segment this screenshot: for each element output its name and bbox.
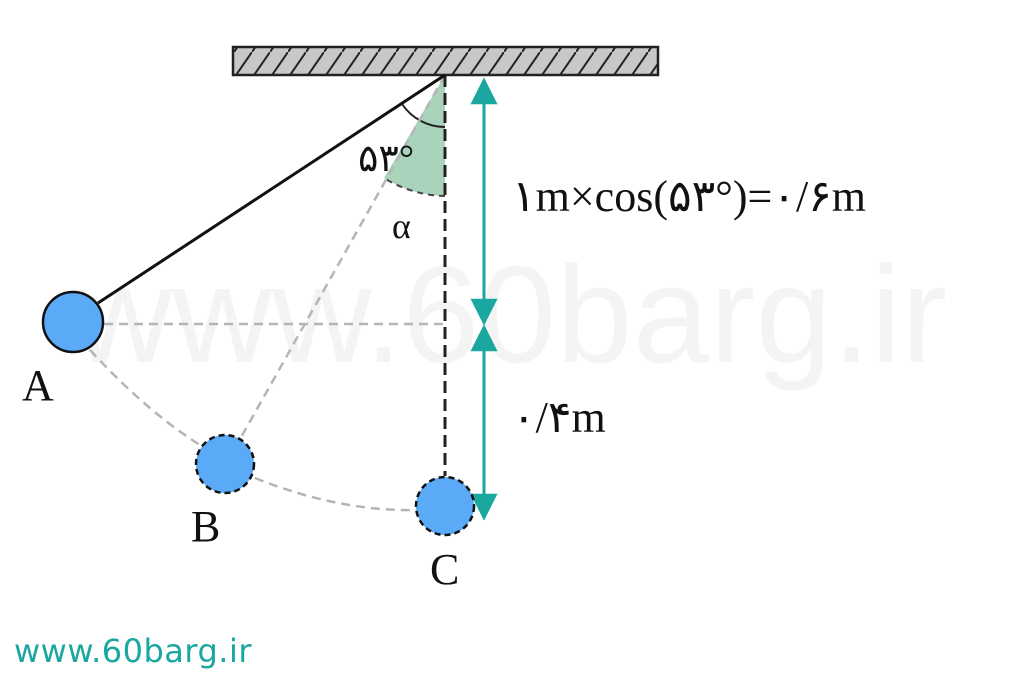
angle-arc-small — [401, 103, 446, 128]
ball-c — [414, 475, 476, 537]
watermark-text: www.60barg.ir — [72, 238, 947, 392]
ball-a — [41, 290, 105, 354]
label-a: A — [22, 361, 54, 410]
site-link[interactable]: www.60barg.ir — [14, 632, 253, 670]
lower-length-label: ۰/۴m — [512, 393, 606, 442]
ceiling-hatching — [233, 47, 658, 75]
label-c: C — [430, 545, 459, 594]
angle-arc-dashed — [383, 177, 446, 197]
upper-length-label: ۱m×cos(۵۳°)=۰/۶m — [512, 172, 866, 221]
angle-alpha-label: α — [392, 206, 411, 246]
ball-b — [194, 433, 256, 495]
angle-value-label: ۵۳° — [358, 138, 414, 180]
swing-arc — [89, 349, 419, 512]
string-to-a — [97, 73, 446, 305]
label-b: B — [191, 502, 220, 551]
angle-sector — [384, 75, 445, 196]
